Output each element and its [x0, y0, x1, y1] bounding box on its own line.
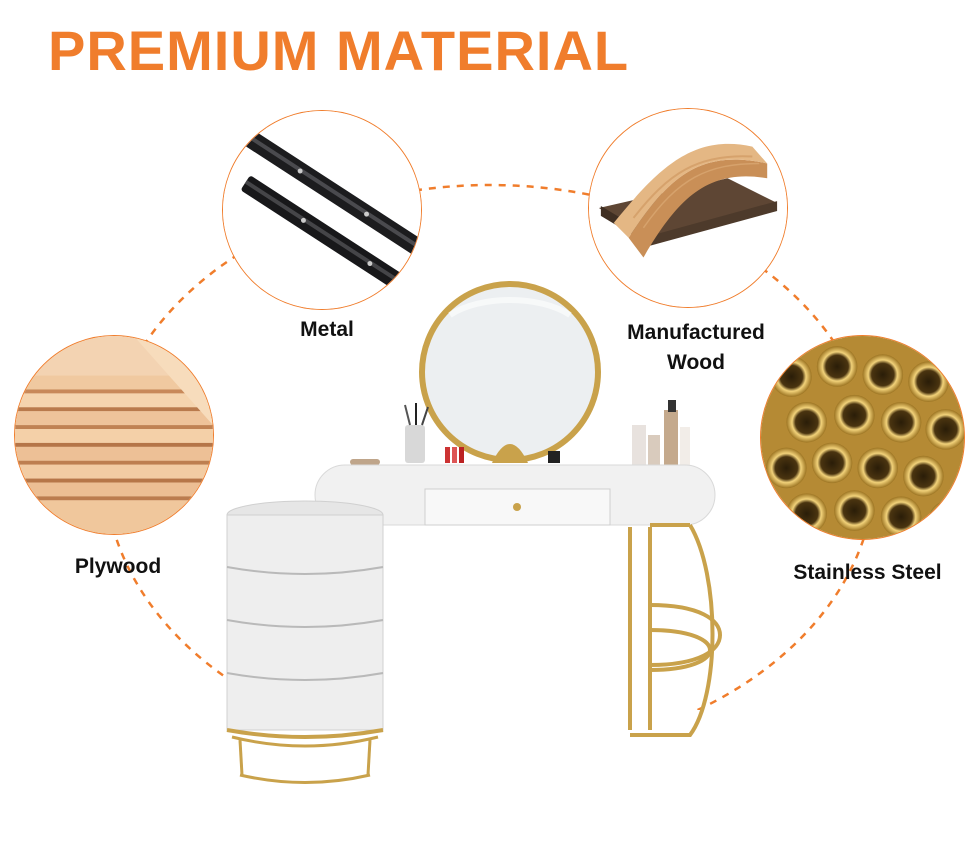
drawer-knob: [513, 503, 521, 511]
manufactured-wood-circle: [588, 108, 788, 308]
label-manufactured-wood-line2: Wood: [667, 351, 725, 374]
label-plywood: Plywood: [74, 555, 162, 578]
vanity-table-image: [226, 281, 723, 784]
page-title: PREMIUM MATERIAL: [48, 19, 630, 82]
label-manufactured-wood: Manufactured Wood: [596, 318, 796, 378]
steel-tubes-icon: [761, 336, 964, 539]
label-stainless-steel: Stainless Steel: [793, 561, 942, 584]
drawer-slide-icon: [223, 111, 421, 309]
rotating-drawer-column: [226, 500, 384, 784]
metal-circle: [222, 110, 422, 310]
label-manufactured-wood-line1: Manufactured: [627, 321, 765, 344]
stainless-steel-circle: [760, 335, 965, 540]
wood-panel-icon: [589, 109, 787, 307]
plywood-circle: [14, 335, 214, 535]
plywood-stack-icon: [15, 336, 213, 534]
label-metal: Metal: [300, 318, 354, 341]
cosmetics: [350, 400, 690, 467]
round-mirror: [419, 281, 601, 463]
gold-leg-frame: [628, 523, 723, 737]
